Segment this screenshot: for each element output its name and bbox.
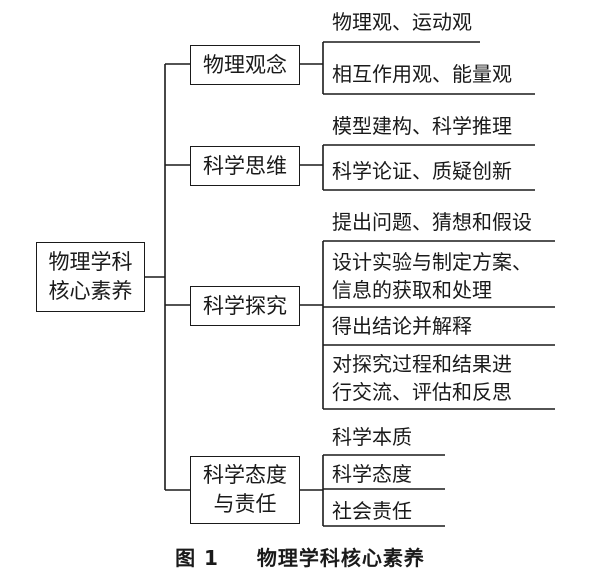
leaf-item: 对探究过程和结果进 行交流、评估和反思 xyxy=(332,350,512,406)
root-box: 物理学科 核心素养 xyxy=(36,242,145,312)
leaf-item-line: 行交流、评估和反思 xyxy=(332,380,512,404)
leaf-item: 科学论证、质疑创新 xyxy=(332,159,512,183)
leaf-item: 模型建构、科学推理 xyxy=(332,114,512,138)
leaf-item: 设计实验与制定方案、 信息的获取和处理 xyxy=(332,248,532,304)
category-box-kexue-taidu: 科学态度 与责任 xyxy=(190,456,300,524)
leaf-item: 得出结论并解释 xyxy=(332,314,472,338)
figure-caption: 图 1 物理学科核心素养 xyxy=(0,542,600,571)
category-label: 物理观念 xyxy=(203,52,287,77)
category-box-kexue-siwei: 科学思维 xyxy=(190,146,300,186)
leaf-item-line: 对探究过程和结果进 xyxy=(332,352,512,376)
root-label-line1: 物理学科 xyxy=(48,250,133,274)
leaf-item-line: 信息的获取和处理 xyxy=(332,278,492,302)
category-box-wuli-guannian: 物理观念 xyxy=(190,45,300,85)
category-label-line2: 与责任 xyxy=(213,492,277,516)
figure-number: 图 1 xyxy=(175,546,219,570)
category-box-kexue-tanjiu: 科学探究 xyxy=(190,286,300,326)
figure-title: 物理学科核心素养 xyxy=(256,546,425,570)
category-label-line1: 科学态度 xyxy=(203,463,287,487)
root-label-line2: 核心素养 xyxy=(48,279,133,303)
leaf-item: 提出问题、猜想和假设 xyxy=(332,210,532,234)
leaf-item-line: 设计实验与制定方案、 xyxy=(332,250,532,274)
category-label: 科学探究 xyxy=(203,293,287,318)
leaf-item: 社会责任 xyxy=(332,499,412,523)
category-label: 科学思维 xyxy=(203,153,287,178)
leaf-item: 科学本质 xyxy=(332,425,412,449)
leaf-item: 科学态度 xyxy=(332,462,412,486)
leaf-item: 相互作用观、能量观 xyxy=(332,62,512,86)
leaf-item: 物理观、运动观 xyxy=(332,10,472,34)
